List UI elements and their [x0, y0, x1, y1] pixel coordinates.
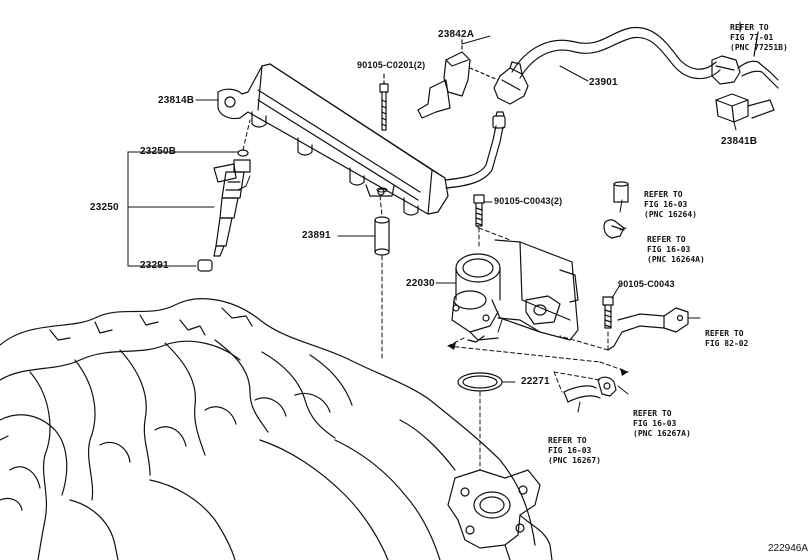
part-label-23291: 23291 — [140, 260, 169, 271]
connection-lines — [127, 21, 741, 471]
part-label-23901: 23901 — [589, 77, 618, 88]
intake-manifold — [0, 298, 553, 560]
clamp-23841b — [715, 93, 775, 123]
figure-id: 222946A — [768, 543, 809, 554]
part-label-90105-c0043-2: 90105-C0043(2) — [494, 196, 563, 206]
part-label-23891: 23891 — [302, 230, 331, 241]
part-label-23814b: 23814B — [158, 95, 195, 106]
part-label-23250: 23250 — [90, 202, 119, 213]
bolt-90105-c0043-pair — [473, 194, 485, 227]
part-label-22030: 22030 — [406, 278, 435, 289]
hose-refs — [563, 181, 629, 403]
fuel-injector — [197, 149, 251, 272]
clamp-23842a — [417, 39, 499, 119]
throttle-body — [451, 239, 579, 343]
bolt-90105-c0043-bracket — [602, 296, 689, 351]
fuel-hose — [493, 26, 779, 105]
part-label-90105-c0201: 90105-C0201(2) — [357, 60, 426, 70]
fuel-rail — [217, 63, 506, 216]
spacer-23891 — [374, 187, 390, 256]
part-label-22271: 22271 — [521, 376, 550, 387]
part-label-23250b: 23250B — [140, 146, 177, 157]
gasket-22271 — [457, 372, 503, 392]
part-label-23842a: 23842A — [438, 29, 475, 40]
part-label-23841b: 23841B — [721, 136, 758, 147]
part-label-90105-c0043: 90105-C0043 — [618, 279, 675, 289]
